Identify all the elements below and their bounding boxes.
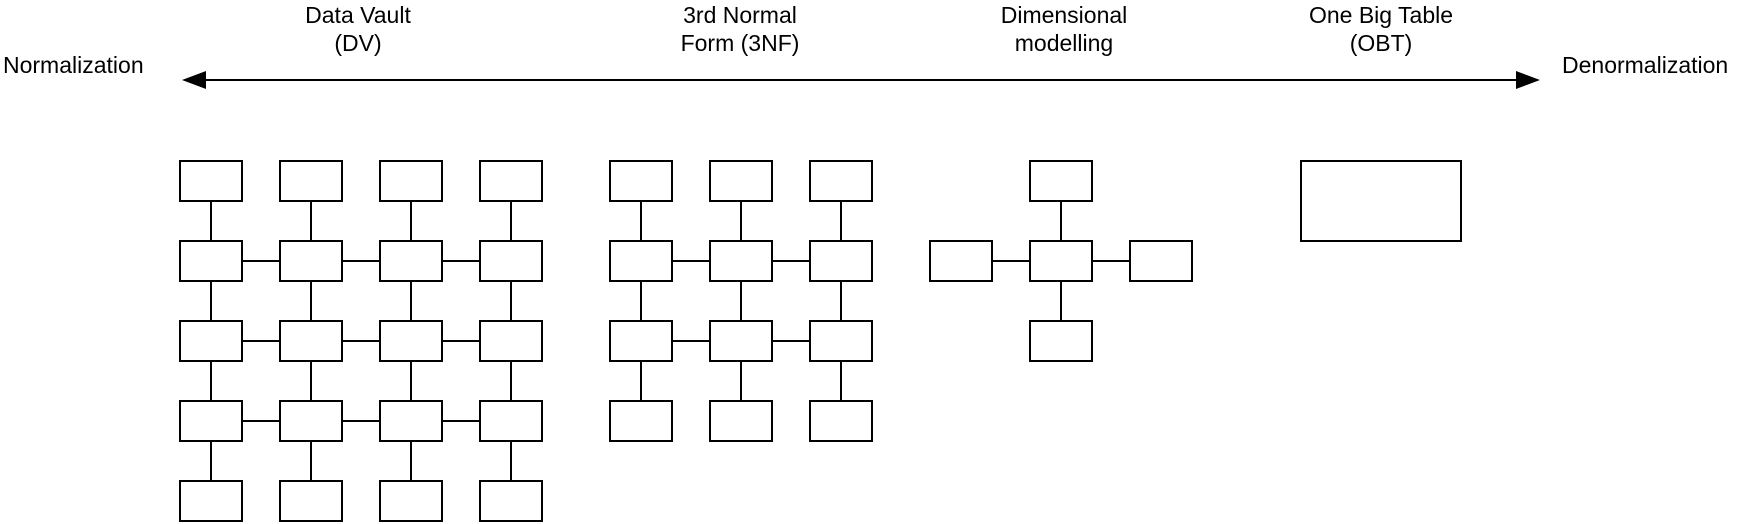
- table-box: [379, 240, 443, 282]
- table-box: [479, 160, 543, 202]
- table-box: [1300, 160, 1462, 242]
- table-box: [1029, 160, 1093, 202]
- arrowhead-right-icon: [1516, 71, 1540, 89]
- table-box: [479, 240, 543, 282]
- label-line-2: Form (3NF): [680, 30, 800, 56]
- table-box: [279, 160, 343, 202]
- table-box: [479, 320, 543, 362]
- table-box: [809, 320, 873, 362]
- table-box: [709, 240, 773, 282]
- table-box: [179, 400, 243, 442]
- table-box: [279, 320, 343, 362]
- table-box: [279, 240, 343, 282]
- table-box: [609, 400, 673, 442]
- spectrum-arrow: [182, 71, 1540, 89]
- label-data-vault: Data Vault (DV): [305, 1, 411, 57]
- table-box: [379, 480, 443, 522]
- table-box: [809, 240, 873, 282]
- label-line-2: (DV): [334, 30, 382, 56]
- label-obt: One Big Table (OBT): [1309, 1, 1453, 57]
- table-box: [809, 160, 873, 202]
- table-box: [379, 320, 443, 362]
- third-normal-form-schema: [609, 160, 873, 442]
- table-box: [379, 160, 443, 202]
- table-box: [609, 160, 673, 202]
- table-box: [379, 400, 443, 442]
- table-box: [709, 400, 773, 442]
- table-box: [1129, 240, 1193, 282]
- label-line-2: (OBT): [1349, 30, 1413, 56]
- table-box: [709, 320, 773, 362]
- label-line-1: One Big Table: [1308, 2, 1454, 28]
- table-box: [179, 320, 243, 362]
- label-dimensional: Dimensional modelling: [1001, 1, 1128, 57]
- table-box: [609, 320, 673, 362]
- table-box: [609, 240, 673, 282]
- normalization-label: Normalization: [3, 52, 144, 78]
- dimensional-star-schema: [929, 160, 1193, 362]
- label-line-1: Dimensional: [1000, 2, 1128, 28]
- table-box: [179, 160, 243, 202]
- label-line-2: modelling: [1014, 30, 1114, 56]
- data-vault-schema: [179, 160, 543, 522]
- arrowhead-left-icon: [182, 71, 206, 89]
- label-line-1: 3rd Normal: [683, 2, 797, 28]
- table-box: [809, 400, 873, 442]
- label-line-1: Data Vault: [305, 2, 411, 28]
- denormalization-label: Denormalization: [1562, 52, 1729, 78]
- table-box: [479, 400, 543, 442]
- table-box: [279, 480, 343, 522]
- table-box: [179, 240, 243, 282]
- table-box: [1029, 240, 1093, 282]
- table-box: [709, 160, 773, 202]
- one-big-table: [1300, 160, 1462, 242]
- table-box: [179, 480, 243, 522]
- table-box: [1029, 320, 1093, 362]
- table-box: [279, 400, 343, 442]
- label-3nf: 3rd Normal Form (3NF): [681, 1, 800, 57]
- table-box: [929, 240, 993, 282]
- table-box: [479, 480, 543, 522]
